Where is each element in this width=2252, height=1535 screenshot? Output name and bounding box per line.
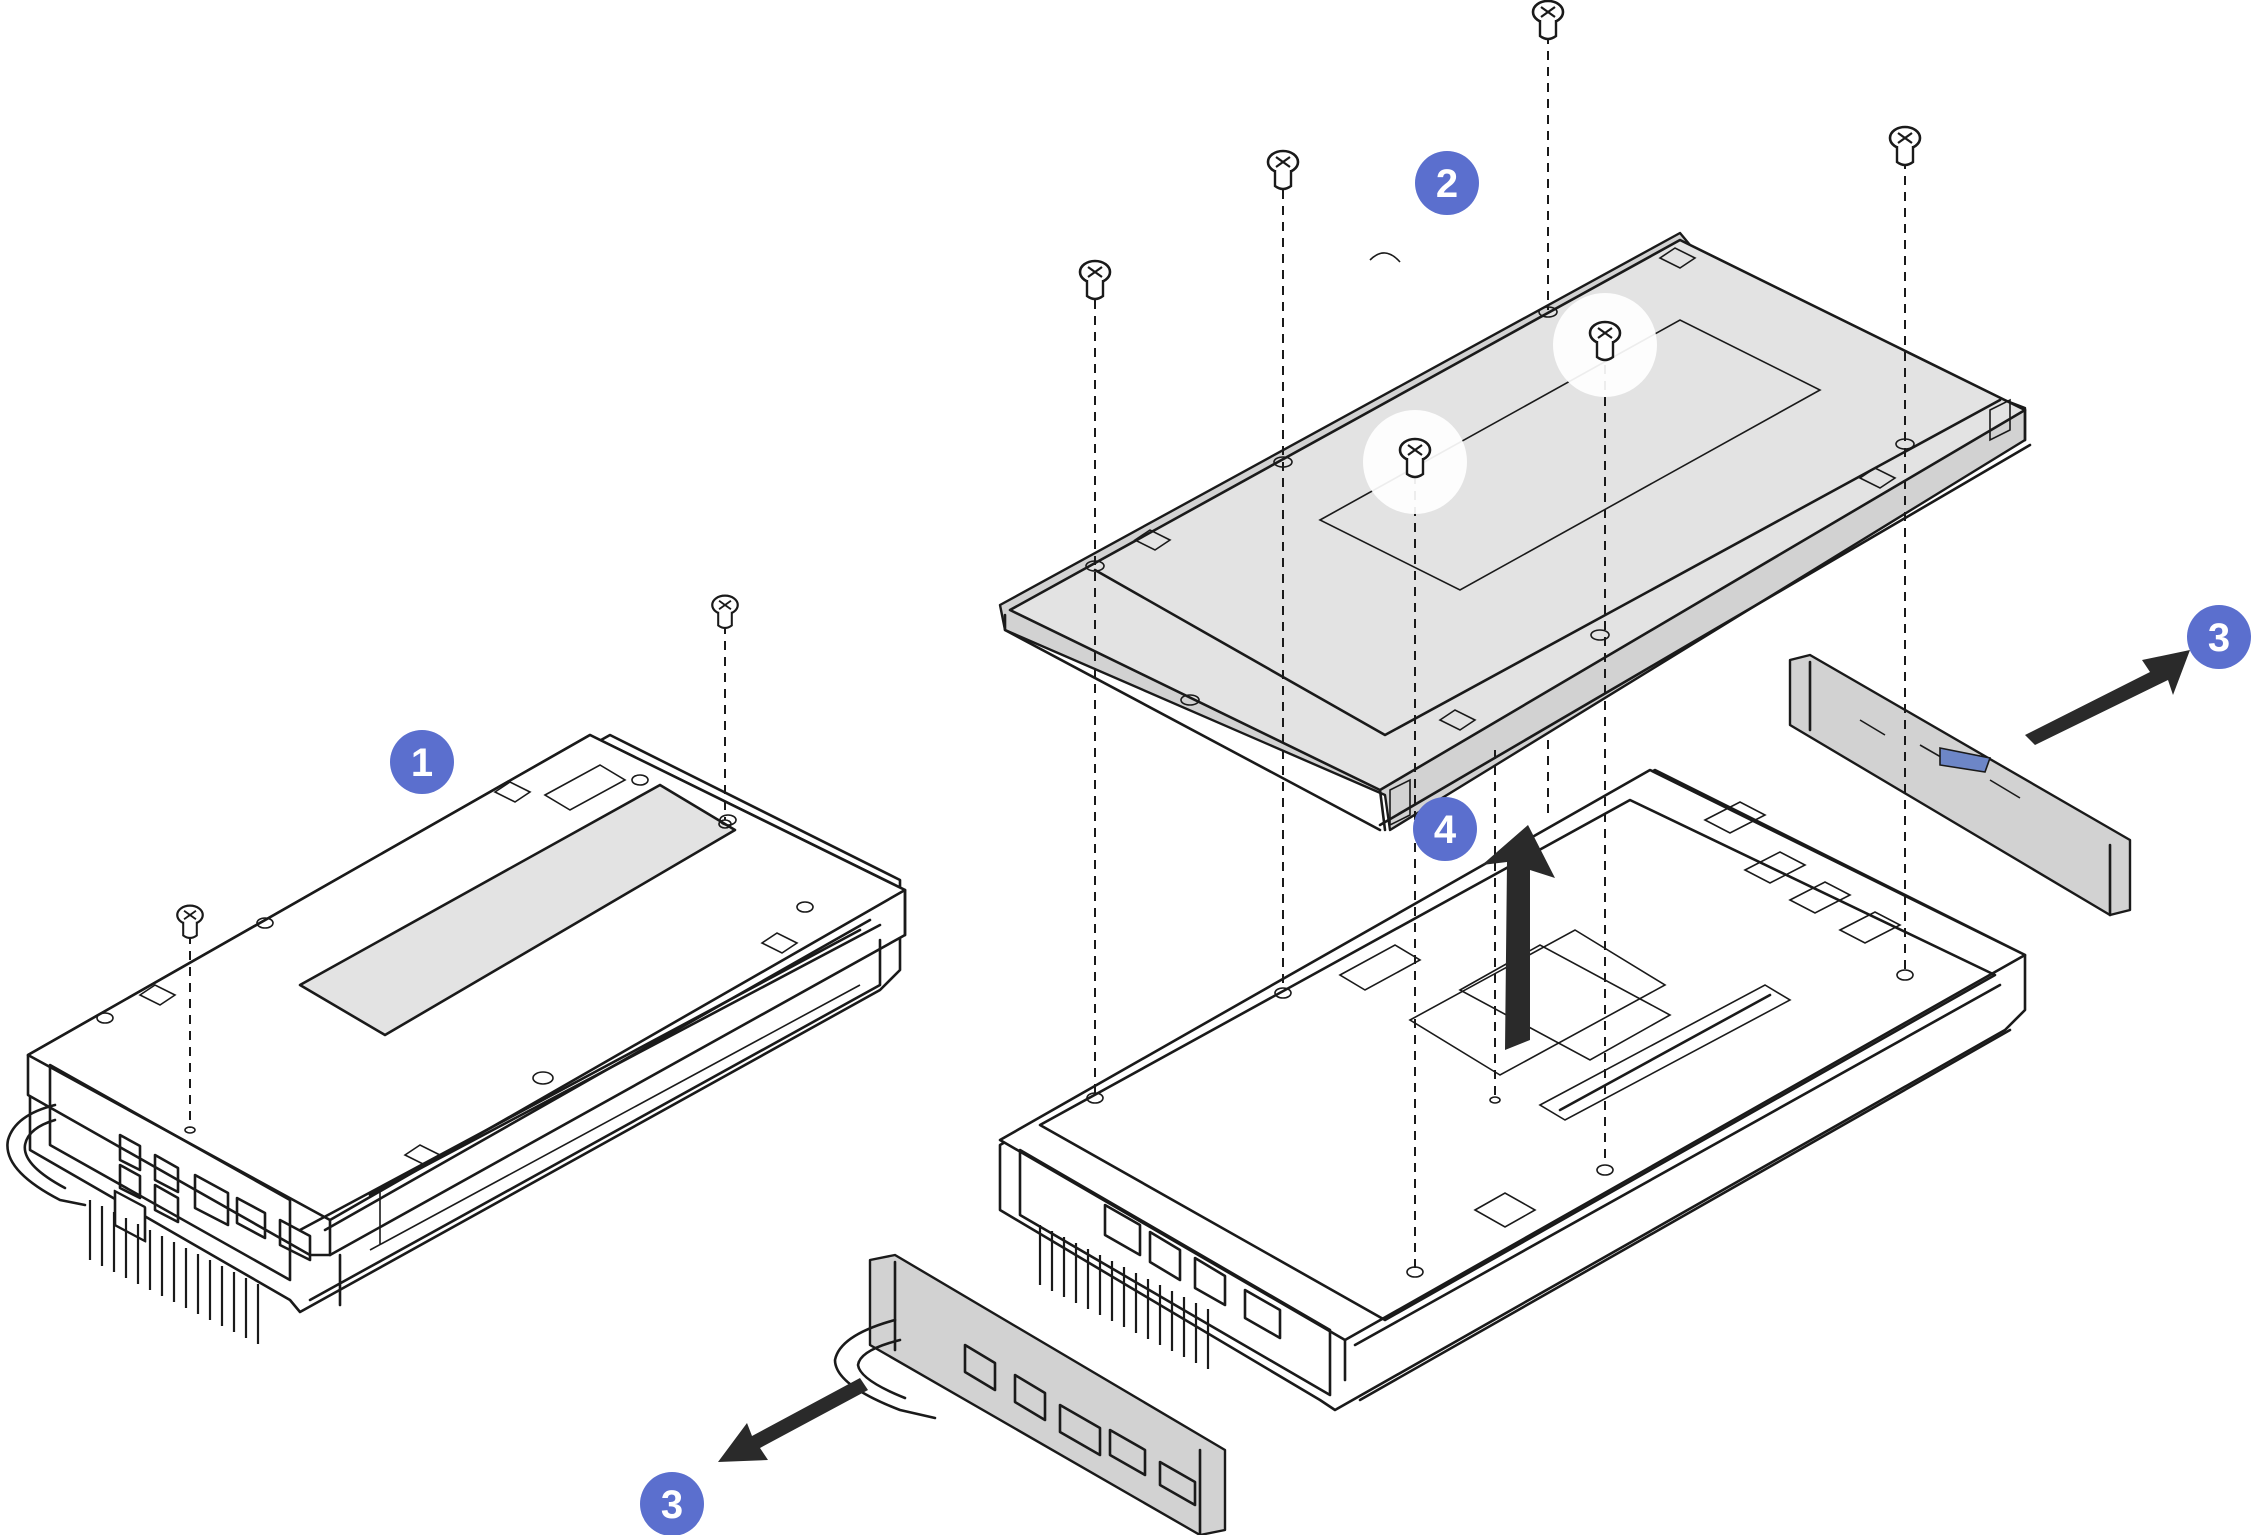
svg-text:2: 2 [1436, 162, 1458, 206]
svg-text:4: 4 [1434, 808, 1457, 852]
rear-bracket [1788, 653, 2132, 917]
front-io-bracket [833, 1253, 1227, 1535]
svg-text:3: 3 [661, 1483, 683, 1527]
top-cover [998, 231, 2032, 832]
arrow-pull-rear-bracket [2025, 650, 2190, 745]
callout-step-3-rear: 3 [2187, 605, 2251, 669]
arrow-up-lift-cover [1482, 825, 1555, 1050]
cover-screws [1078, 0, 1922, 1268]
svg-text:3: 3 [2208, 616, 2230, 660]
base-unit [998, 768, 2027, 1412]
callout-step-4: 4 [1413, 797, 1477, 861]
svg-text:1: 1 [411, 741, 433, 785]
assembled-unit [6, 594, 907, 1346]
callout-step-1: 1 [390, 730, 454, 794]
callout-step-3-front: 3 [640, 1472, 704, 1535]
callout-step-2: 2 [1415, 151, 1479, 215]
arrow-pull-front-bracket [718, 1378, 868, 1462]
